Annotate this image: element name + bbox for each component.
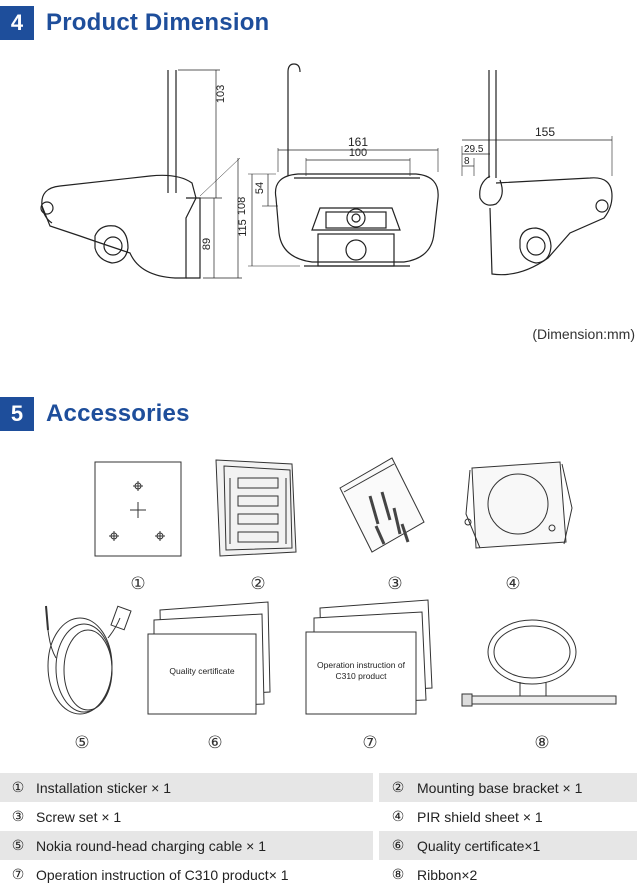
accessory-number-8: ⑧ bbox=[534, 733, 549, 752]
table-row: ③ Screw set × 1 ④ PIR shield sheet × 1 bbox=[0, 802, 637, 831]
quality-certificate-image bbox=[147, 601, 271, 715]
accessory-number-1: ① bbox=[130, 574, 145, 593]
accessory-number-5: ⑤ bbox=[74, 733, 89, 752]
section-heading-accessories: 5 Accessories bbox=[0, 397, 190, 431]
item-mark: ⑧ bbox=[379, 860, 417, 889]
item-mark: ③ bbox=[0, 802, 36, 831]
section-heading-product-dimension: 4 Product Dimension bbox=[0, 6, 269, 40]
quality-card-label: Quality certificate bbox=[169, 666, 234, 676]
rear-view-drawing bbox=[461, 70, 613, 276]
charging-cable-image bbox=[45, 605, 132, 715]
item-description: Screw set × 1 bbox=[36, 802, 373, 831]
item-description: Ribbon×2 bbox=[417, 860, 637, 889]
section-number: 5 bbox=[0, 397, 34, 431]
mounting-bracket-image bbox=[215, 459, 297, 557]
dim-label-29-5: 29.5 bbox=[464, 144, 484, 155]
section-title: Accessories bbox=[46, 400, 190, 427]
accessory-number-3: ③ bbox=[387, 574, 402, 593]
dim-label-115: 115 bbox=[237, 219, 249, 237]
dimension-drawing: 103 115 89 161 100 108 54 155 29.5 8 bbox=[40, 63, 613, 279]
item-description: PIR shield sheet × 1 bbox=[417, 802, 637, 831]
item-mark: ② bbox=[379, 773, 417, 802]
table-row: ⑤ Nokia round-head charging cable × 1 ⑥ … bbox=[0, 831, 637, 860]
item-description: Installation sticker × 1 bbox=[36, 773, 373, 802]
dim-label-161: 161 bbox=[348, 135, 368, 149]
accessory-number-7: ⑦ bbox=[362, 733, 377, 752]
accessories-illustration: Quality certificate Operation instructio… bbox=[45, 457, 617, 752]
dim-label-89: 89 bbox=[201, 238, 213, 250]
front-view-drawing bbox=[248, 63, 439, 267]
item-mark: ④ bbox=[379, 802, 417, 831]
item-mark: ⑦ bbox=[0, 860, 36, 889]
item-description: Operation instruction of C310 product× 1 bbox=[36, 860, 373, 889]
instruction-card-label-line1: Operation instruction of bbox=[317, 660, 406, 670]
dim-label-54: 54 bbox=[254, 182, 266, 194]
table-row: ① Installation sticker × 1 ② Mounting ba… bbox=[0, 773, 637, 802]
instruction-manual-image bbox=[305, 599, 433, 715]
dimension-unit-note: (Dimension:mm) bbox=[532, 326, 635, 342]
item-description: Nokia round-head charging cable × 1 bbox=[36, 831, 373, 860]
pir-shield-image bbox=[464, 461, 573, 549]
accessories-table: ① Installation sticker × 1 ② Mounting ba… bbox=[0, 773, 637, 889]
dim-label-8: 8 bbox=[464, 156, 470, 167]
dim-label-100: 100 bbox=[349, 147, 367, 159]
installation-sticker-image bbox=[94, 461, 182, 557]
section-number: 4 bbox=[0, 6, 34, 40]
item-mark: ⑥ bbox=[379, 831, 417, 860]
item-mark: ⑤ bbox=[0, 831, 36, 860]
item-description: Mounting base bracket × 1 bbox=[417, 773, 637, 802]
instruction-card-label-line2: C310 product bbox=[335, 671, 387, 681]
side-view-drawing bbox=[40, 69, 242, 279]
table-row: ⑦ Operation instruction of C310 product×… bbox=[0, 860, 637, 889]
dim-label-108: 108 bbox=[236, 197, 248, 215]
ribbon-image bbox=[461, 619, 617, 707]
dim-label-155: 155 bbox=[535, 125, 555, 139]
dim-label-103: 103 bbox=[215, 85, 227, 103]
section-title: Product Dimension bbox=[46, 9, 270, 36]
item-mark: ① bbox=[0, 773, 36, 802]
screw-set-image bbox=[339, 457, 425, 553]
accessory-number-4: ④ bbox=[505, 574, 520, 593]
accessory-number-2: ② bbox=[250, 574, 265, 593]
item-description: Quality certificate×1 bbox=[417, 831, 637, 860]
accessory-number-6: ⑥ bbox=[207, 733, 222, 752]
